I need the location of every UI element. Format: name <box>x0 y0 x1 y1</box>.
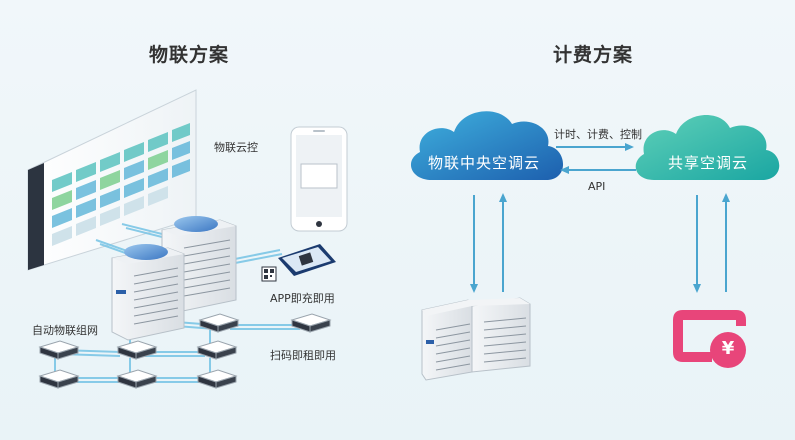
phone-qr <box>278 244 336 276</box>
qr-code-icon <box>261 266 277 282</box>
central-cloud-label: 物联中央空调云 <box>428 154 541 172</box>
outdoor-ac-unit-front <box>111 244 185 341</box>
shared-vertical-arrows <box>693 193 730 293</box>
phone-ac-remote <box>290 126 348 232</box>
yuan-symbol: ¥ <box>721 338 735 359</box>
shared-cloud-label: 共享空调云 <box>668 154 749 172</box>
billing-arrow-label: 计时、计费、控制 <box>554 128 642 141</box>
iot-cloud-control-label: 物联云控 <box>214 141 258 154</box>
scan-rent-label: 扫码即租即用 <box>270 349 336 362</box>
billing-solution-title: 计费方案 <box>553 44 634 66</box>
iot-central-cloud <box>410 111 564 180</box>
wallet-yuan-icon <box>673 310 746 368</box>
shared-ac-cloud <box>635 115 780 180</box>
central-vertical-arrows <box>470 193 507 293</box>
iot-solution-title: 物联方案 <box>149 44 230 66</box>
app-charge-label: APP即充即用 <box>270 292 335 305</box>
auto-mesh-label: 自动物联组网 <box>32 324 98 337</box>
billing-arrows <box>556 143 636 174</box>
indoor-cassette-units <box>38 313 332 389</box>
outdoor-ac-unit-right <box>421 297 531 381</box>
api-arrow-label: API <box>588 180 606 193</box>
